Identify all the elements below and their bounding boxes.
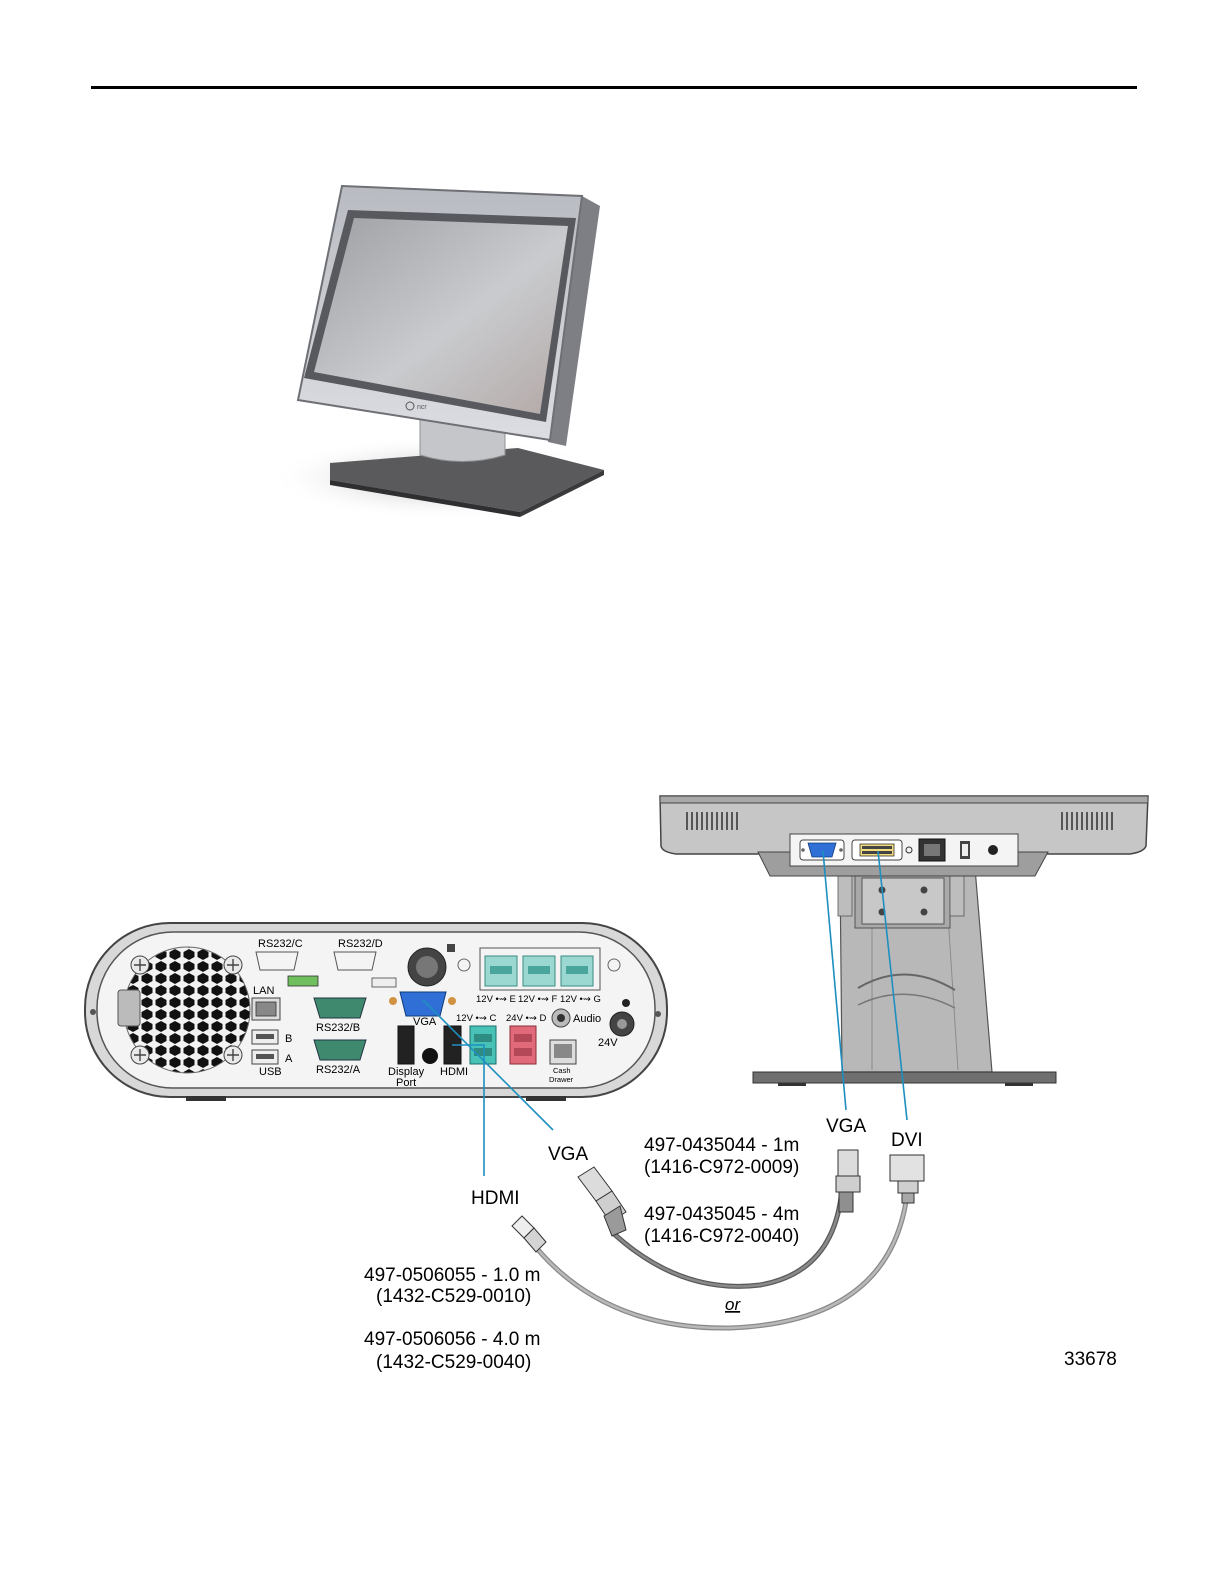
cables — [511, 1149, 925, 1331]
cash-drawer-port: Cash Drawer — [549, 1039, 577, 1084]
vga-plug-terminal — [577, 1166, 627, 1237]
svg-text:12V •⇝ F: 12V •⇝ F — [518, 994, 557, 1005]
callout-monitor-dvi: DVI — [891, 1130, 923, 1151]
svg-text:12V •⇝ C: 12V •⇝ C — [456, 1013, 496, 1024]
hdmi-cable-1m-part: (1432-C529-0010) — [376, 1286, 531, 1307]
svg-text:24V: 24V — [598, 1037, 618, 1049]
svg-text:A: A — [285, 1053, 293, 1065]
monitor-vga-port — [799, 839, 845, 861]
audio-jack: Audio — [551, 1008, 601, 1028]
monitor-brand-logo: ncr — [405, 401, 427, 411]
monitor-vga-callout-line — [822, 850, 847, 1111]
powered-usb-efg-ports: 12V •⇝ E 12V •⇝ F 12V •⇝ G — [476, 947, 601, 1005]
svg-text:Cash: Cash — [553, 1066, 571, 1075]
terminal-vga-callout-line — [422, 999, 554, 1131]
callout-monitor-vga: VGA — [826, 1116, 866, 1137]
vga-cable-1m-label: 497-0435044 - 1m — [644, 1135, 799, 1156]
hdmi-cable-4m-label: 497-0506056 - 4.0 m — [364, 1329, 540, 1350]
callout-terminal-vga: VGA — [548, 1144, 588, 1165]
monitor-rear-view — [659, 795, 1149, 1086]
svg-text:Port: Port — [396, 1077, 416, 1089]
hdmi-cable-4m-part: (1432-C529-0040) — [376, 1352, 531, 1373]
or-label: or — [725, 1295, 741, 1314]
svg-text:12V •⇝ E: 12V •⇝ E — [476, 994, 516, 1005]
svg-text:HDMI: HDMI — [440, 1066, 468, 1078]
hdmi-cable-1m-label: 497-0506055 - 1.0 m — [364, 1265, 540, 1286]
monitor-photo: ncr — [270, 184, 610, 520]
terminal-hdmi-callout-line — [452, 1044, 485, 1176]
svg-text:RS232/B: RS232/B — [316, 1022, 360, 1034]
svg-text:B: B — [285, 1033, 292, 1045]
rs232-b-port: RS232/B — [313, 997, 367, 1034]
display-port: Display Port — [388, 1025, 425, 1089]
svg-text:LAN: LAN — [253, 985, 274, 997]
header-rule — [91, 86, 1137, 89]
svg-text:12V •⇝ G: 12V •⇝ G — [560, 994, 601, 1005]
monitor-dvi-port — [851, 839, 913, 861]
terminal-vga-port: VGA — [389, 991, 456, 1028]
monitor-dvi-callout-line — [877, 850, 908, 1121]
powered-usb-d-port: 24V •⇝ D — [506, 1013, 546, 1065]
hdmi-plug — [511, 1215, 547, 1253]
vga-plug-monitor — [835, 1149, 861, 1213]
callout-terminal-hdmi: HDMI — [471, 1188, 520, 1209]
callout-lines — [422, 850, 908, 1176]
svg-text:VGA: VGA — [413, 1016, 437, 1028]
lan-port: LAN — [251, 985, 281, 1021]
svg-text:ncr: ncr — [417, 404, 427, 411]
rs232-d-port: RS232/D — [333, 938, 383, 971]
power-24v-port: 24V — [598, 999, 635, 1049]
svg-text:RS232/C: RS232/C — [258, 938, 303, 950]
usb-ports-a-b: B A USB — [251, 1029, 293, 1078]
terminal-back-panel: LAN B A USB RS232/C RS232/D RS232/ — [84, 922, 668, 1101]
figure-number: 33678 — [1064, 1349, 1117, 1370]
vga-cable-4m-part: (1416-C972-0040) — [644, 1226, 799, 1247]
svg-text:RS232/A: RS232/A — [316, 1064, 361, 1076]
rs232-c-port: RS232/C — [255, 938, 303, 971]
vga-cable-4m-label: 497-0435045 - 4m — [644, 1204, 799, 1225]
svg-text:Audio: Audio — [573, 1013, 601, 1025]
svg-text:Display: Display — [388, 1066, 425, 1078]
svg-text:USB: USB — [259, 1066, 282, 1078]
rs232-a-port: RS232/A — [313, 1039, 367, 1076]
svg-text:Drawer: Drawer — [549, 1075, 574, 1084]
dvi-plug — [889, 1154, 925, 1204]
svg-text:24V •⇝ D: 24V •⇝ D — [506, 1013, 546, 1024]
svg-text:RS232/D: RS232/D — [338, 938, 383, 950]
vga-cable-1m-part: (1416-C972-0009) — [644, 1157, 799, 1178]
